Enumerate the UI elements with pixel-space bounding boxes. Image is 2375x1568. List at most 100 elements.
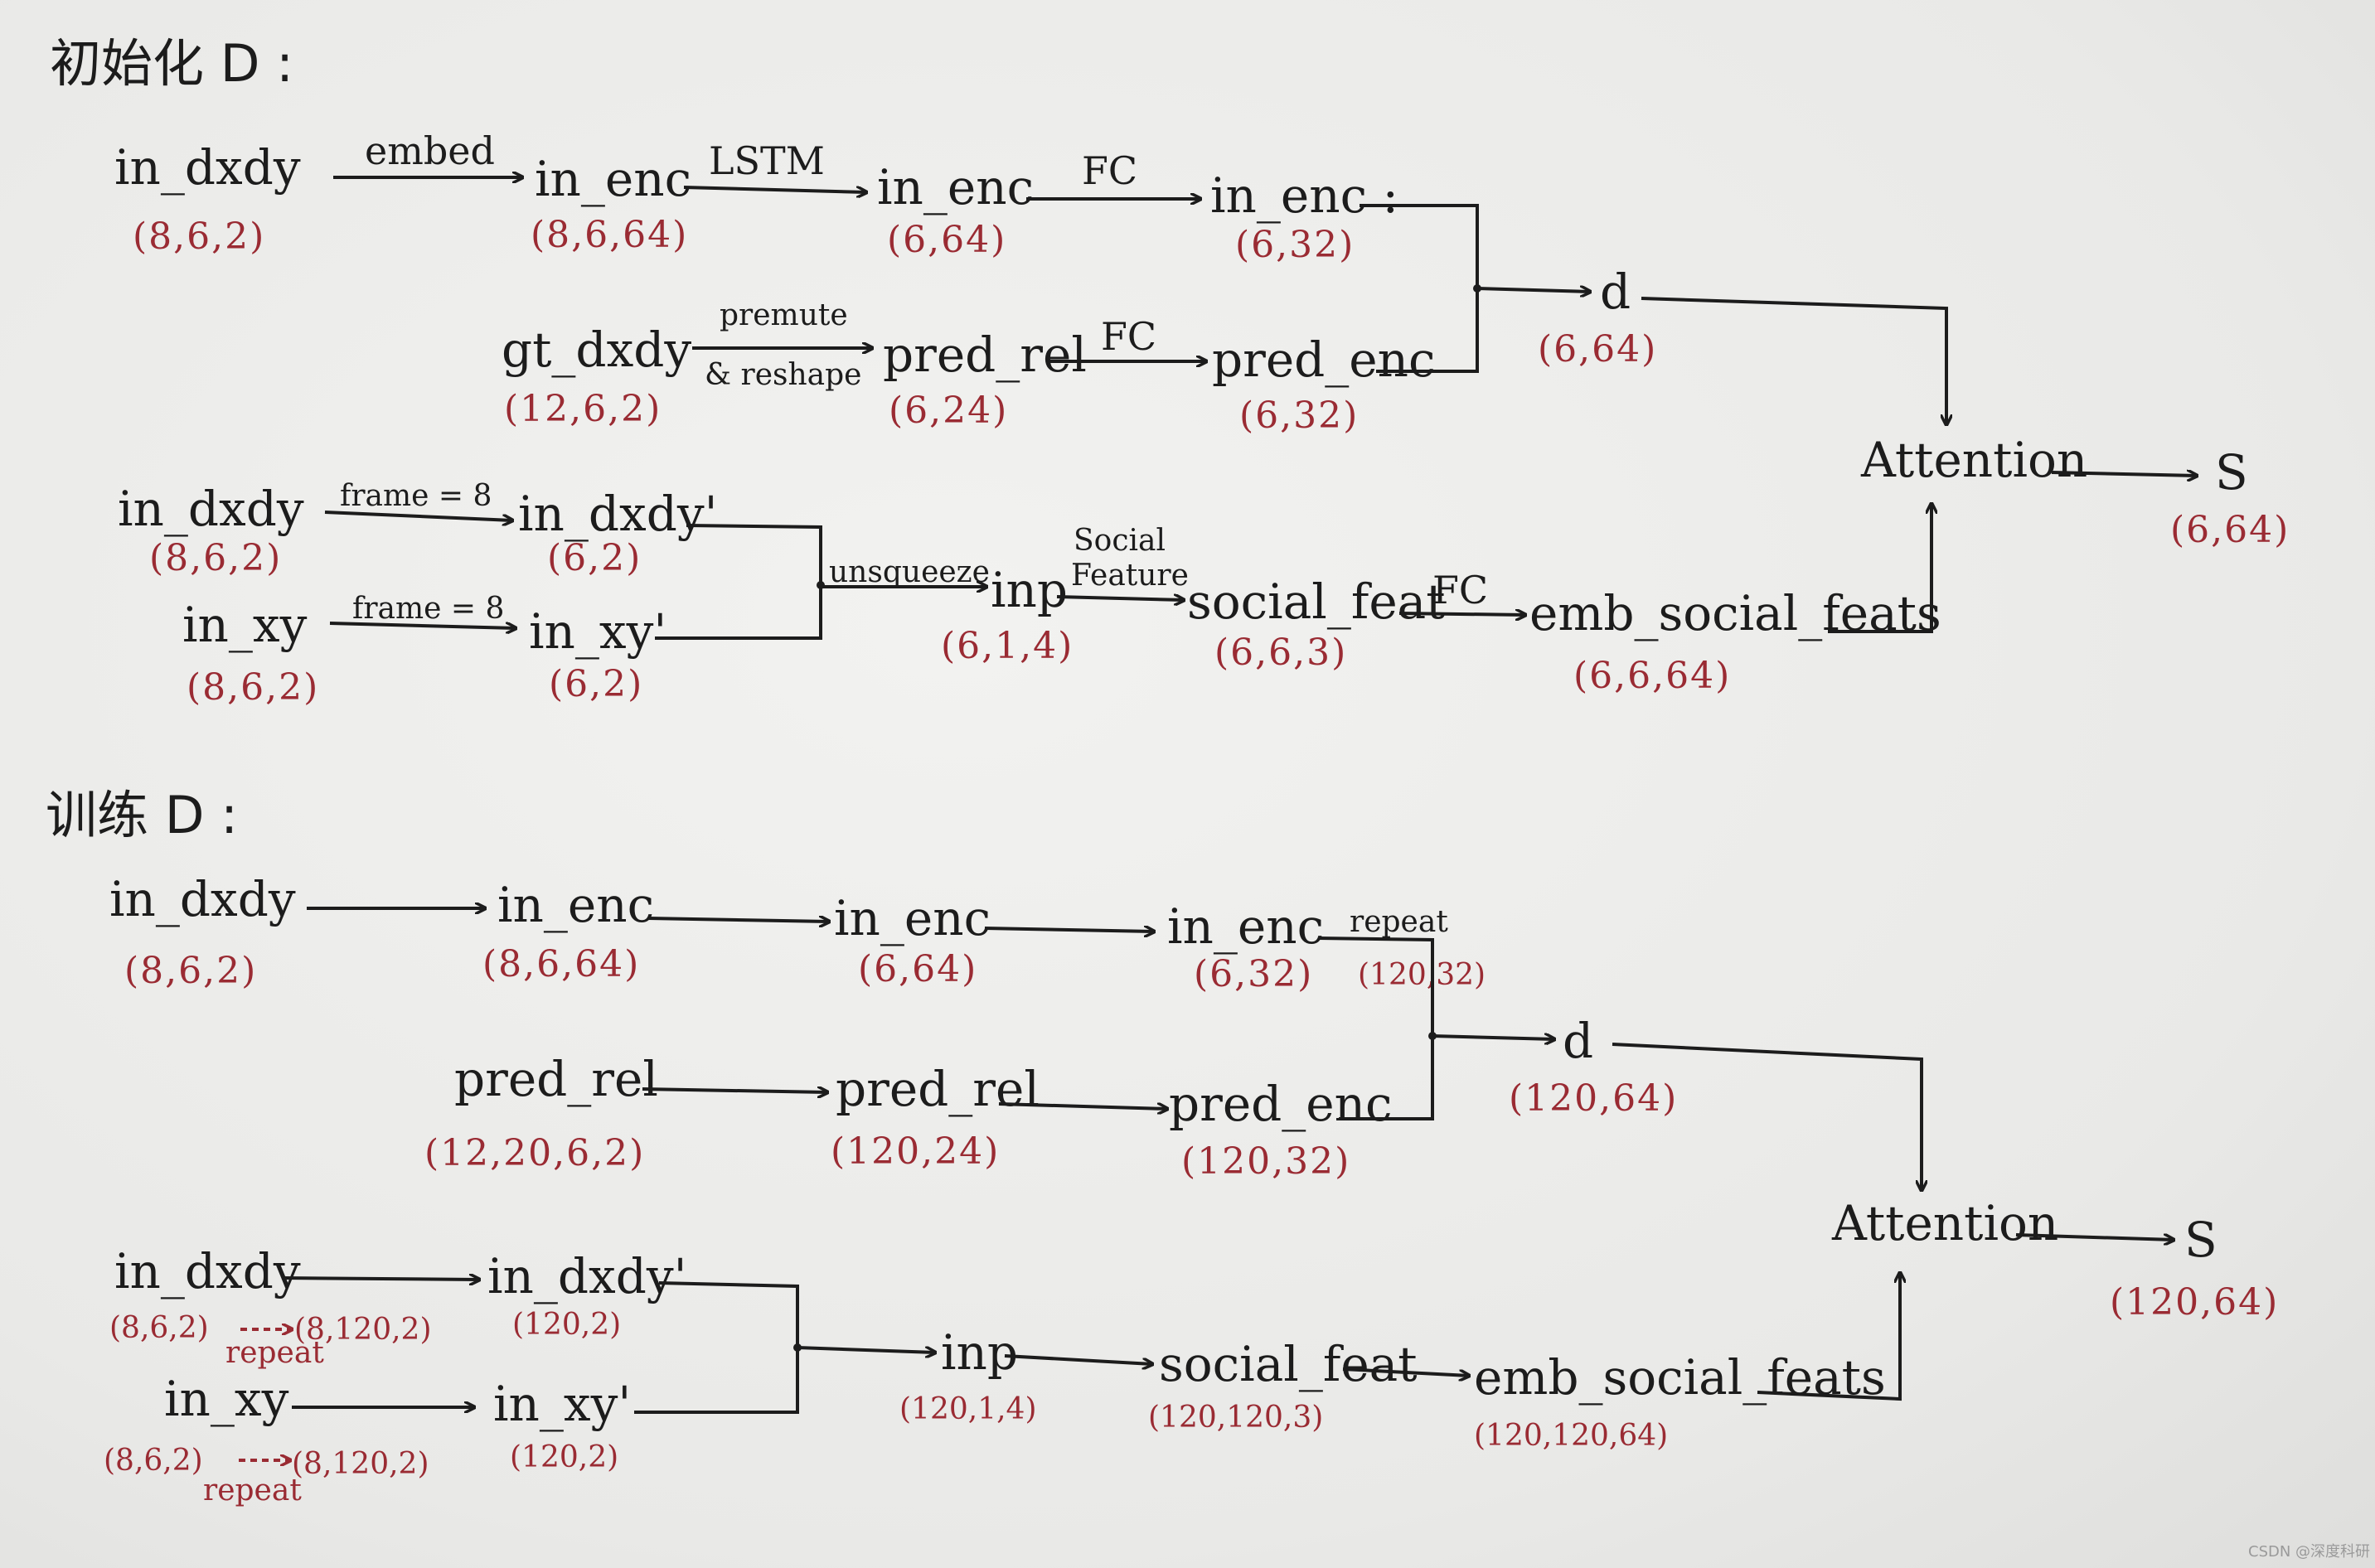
node-s-init: S bbox=[2215, 444, 2248, 501]
train-shape-pred-enc: (120,32) bbox=[1181, 1140, 1350, 1183]
train-shape-in-dxdy-r3: (8,6,2) bbox=[109, 1311, 209, 1345]
train-node-emb-social-feats: emb_social_feats bbox=[1474, 1349, 1886, 1406]
node-in-xy-prime: in_xy' bbox=[529, 603, 666, 660]
train-shape-in-xy: (8,6,2) bbox=[104, 1444, 203, 1478]
node-social-feat: social_feat bbox=[1187, 573, 1446, 630]
arrow-frame-2 bbox=[329, 622, 516, 628]
train-node-in-dxdy: in_dxdy bbox=[109, 871, 296, 927]
train-arrow-6 bbox=[281, 1278, 479, 1280]
train-node-pred-rel-1: pred_rel bbox=[454, 1051, 658, 1107]
train-arrow-9 bbox=[1004, 1354, 1152, 1364]
shape-pred-enc: (6,32) bbox=[1239, 394, 1359, 437]
node-pred-rel: pred_rel bbox=[883, 327, 1087, 383]
arrow-fc-3 bbox=[1398, 613, 1525, 615]
train-node-pred-enc: pred_enc bbox=[1169, 1076, 1392, 1132]
shape-in-dxdy-r3: (8,6,2) bbox=[149, 537, 282, 579]
train-arrow-3 bbox=[984, 928, 1154, 932]
train-shape-pred-rel-1: (12,20,6,2) bbox=[424, 1132, 645, 1174]
op-frame-1: frame = 8 bbox=[340, 479, 492, 513]
train-arrow-emb-to-attention bbox=[1757, 1273, 1900, 1401]
node-attention-init: Attention bbox=[1860, 432, 2087, 488]
shape-pred-rel: (6,24) bbox=[889, 390, 1008, 432]
train-arrow-4 bbox=[642, 1089, 827, 1092]
train-node-in-xy: in_xy bbox=[164, 1371, 289, 1427]
train-repeat-to-1: (8,120,2) bbox=[294, 1313, 432, 1347]
node-gt-dxdy: gt_dxdy bbox=[502, 322, 691, 378]
op-fc-3: FC bbox=[1432, 568, 1488, 612]
arrow-to-d-init bbox=[1476, 288, 1590, 292]
node-in-xy: in_xy bbox=[182, 597, 308, 653]
shape-gt-dxdy: (12,6,2) bbox=[504, 388, 662, 430]
train-node-in-enc-3: in_enc bbox=[1167, 898, 1324, 955]
train-op-repeat-2: repeat bbox=[203, 1474, 302, 1508]
shape-in-enc-3: (6,32) bbox=[1235, 224, 1355, 266]
junction-dot bbox=[1473, 284, 1481, 293]
shape-in-enc-2: (6,64) bbox=[887, 219, 1006, 261]
node-in-enc-3: in_enc : bbox=[1210, 167, 1398, 224]
arrow-attention-to-s-init bbox=[2051, 472, 2197, 476]
train-shape-s: (120,64) bbox=[2110, 1281, 2279, 1324]
train-node-s: S bbox=[2184, 1212, 2217, 1268]
train-node-in-dxdy-prime: in_dxdy' bbox=[487, 1248, 687, 1304]
node-pred-enc: pred_enc bbox=[1212, 332, 1435, 388]
train-shape-emb-social-feats: (120,120,64) bbox=[1474, 1419, 1668, 1453]
arrow-frame-1 bbox=[324, 511, 512, 520]
train-node-in-dxdy-r3: in_dxdy bbox=[114, 1243, 301, 1299]
arrow-d-to-attention-init bbox=[1641, 297, 1946, 424]
train-op-repeat: repeat bbox=[1350, 905, 1448, 939]
shape-in-dxdy: (8,6,2) bbox=[133, 215, 265, 258]
op-premute: premute bbox=[720, 298, 848, 332]
op-unsqueeze: unsqueeze bbox=[829, 555, 990, 589]
node-d-init: d bbox=[1600, 264, 1631, 320]
train-node-in-xy-prime: in_xy' bbox=[493, 1376, 631, 1432]
train-node-attention: Attention bbox=[1831, 1195, 2058, 1251]
section-title-train: 训练 D : bbox=[46, 785, 238, 845]
train-repeat-to-2: (8,120,2) bbox=[292, 1447, 429, 1481]
train-shape-in-enc-3: (6,32) bbox=[1194, 953, 1313, 995]
shape-in-xy-prime: (6,2) bbox=[549, 663, 643, 705]
train-op-repeat-1: repeat bbox=[225, 1336, 324, 1370]
train-arrow-10 bbox=[1342, 1367, 1469, 1376]
shape-in-xy: (8,6,2) bbox=[187, 666, 319, 709]
train-shape-in-enc-1: (8,6,64) bbox=[482, 943, 640, 985]
train-node-in-enc-2: in_enc bbox=[834, 890, 991, 946]
node-in-dxdy: in_dxdy bbox=[114, 139, 301, 196]
train-arrow-8 bbox=[797, 1346, 935, 1353]
op-lstm: LSTM bbox=[709, 138, 825, 183]
train-node-social-feat: social_feat bbox=[1159, 1336, 1418, 1392]
op-fc-1: FC bbox=[1082, 148, 1137, 193]
shape-emb-social-feats: (6,6,64) bbox=[1573, 655, 1731, 697]
section-title-init: 初始化 D : bbox=[50, 33, 293, 94]
train-arrow-attention-to-s bbox=[2015, 1233, 2174, 1240]
op-social: Social bbox=[1074, 524, 1166, 558]
shape-d-init: (6,64) bbox=[1538, 328, 1657, 370]
train-shape-in-xy-prime: (120,2) bbox=[510, 1440, 618, 1474]
shape-social-feat: (6,6,3) bbox=[1214, 632, 1347, 674]
node-inp: inp bbox=[991, 562, 1068, 618]
train-node-pred-rel-2: pred_rel bbox=[836, 1061, 1040, 1117]
train-shape-inp: (120,1,4) bbox=[899, 1392, 1037, 1426]
train-shape-social-feat: (120,120,3) bbox=[1148, 1401, 1323, 1435]
train-shape-d: (120,64) bbox=[1509, 1077, 1678, 1120]
op-fc-2: FC bbox=[1101, 314, 1156, 359]
node-in-enc-1: in_enc bbox=[535, 151, 691, 207]
train-node-d: d bbox=[1563, 1013, 1593, 1069]
train-repeat-shape: (120,32) bbox=[1358, 958, 1486, 992]
op-feature: Feature bbox=[1071, 559, 1189, 593]
shape-inp: (6,1,4) bbox=[941, 625, 1074, 667]
shape-s-init: (6,64) bbox=[2170, 509, 2290, 551]
node-in-dxdy-prime: in_dxdy' bbox=[518, 486, 718, 542]
op-frame-2: frame = 8 bbox=[352, 592, 504, 626]
node-in-dxdy-r3: in_dxdy bbox=[118, 481, 304, 537]
shape-in-enc-1: (8,6,64) bbox=[531, 214, 688, 256]
train-node-in-enc-1: in_enc bbox=[497, 877, 654, 933]
op-embed: embed bbox=[365, 128, 495, 173]
watermark: CSDN @深度科研 bbox=[2248, 1543, 2370, 1561]
train-arrow-5 bbox=[998, 1102, 1167, 1109]
shape-in-dxdy-prime: (6,2) bbox=[547, 537, 642, 579]
arrow-lstm bbox=[683, 186, 866, 192]
train-arrow-d-to-attention bbox=[1612, 1043, 1922, 1190]
train-arrow-2 bbox=[647, 918, 829, 922]
